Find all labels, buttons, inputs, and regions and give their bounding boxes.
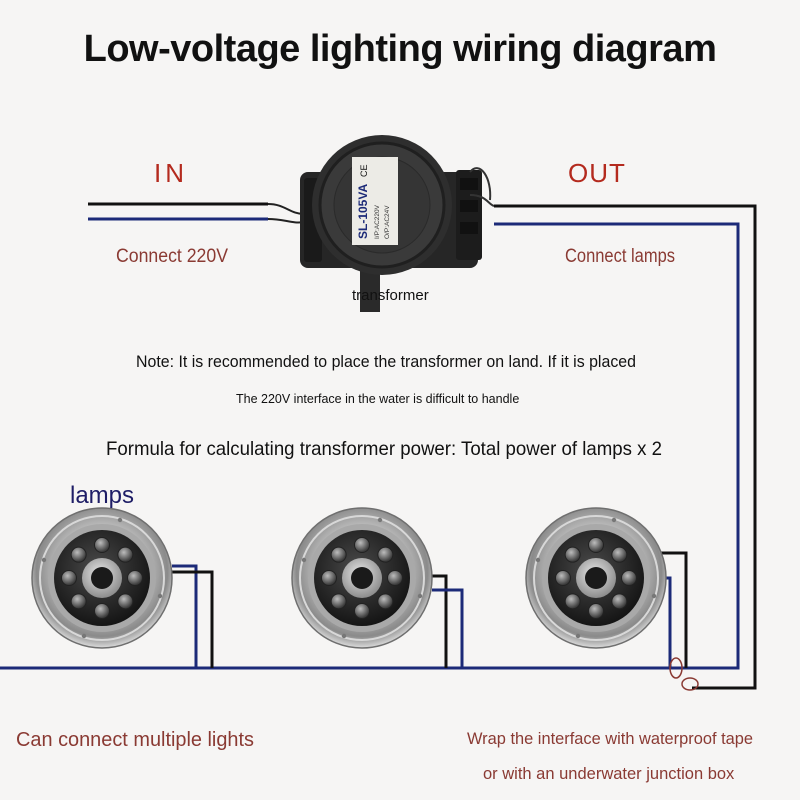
lamp-1-leads (172, 564, 214, 668)
lamps-group (31, 507, 667, 649)
transformer-icon: SL-105VA I/P:AC220V O/P:AC24V CE (300, 135, 495, 312)
wire-junction-icon (669, 657, 699, 691)
input-wires (88, 202, 305, 224)
in-label: IN (154, 158, 188, 188)
multiple-lights-note: Can connect multiple lights (16, 729, 254, 751)
note-line-2: The 220V interface in the water is diffi… (236, 392, 520, 406)
transformer-label: transformer (352, 287, 429, 304)
transformer-output-spec: O/P:AC24V (384, 205, 391, 239)
out-label: OUT (568, 158, 626, 188)
power-formula: Formula for calculating transformer powe… (106, 438, 662, 460)
output-wires (0, 204, 757, 690)
underwater-lamp-icon (291, 507, 433, 649)
lamps-label: lamps (70, 482, 135, 509)
connect-lamps-label: Connect lamps (565, 246, 675, 267)
connect-220v-label: Connect 220V (116, 246, 228, 267)
waterproof-note-line-1: Wrap the interface with waterproof tape (467, 730, 753, 748)
transformer-input-spec: I/P:AC220V (374, 204, 381, 239)
underwater-lamp-icon (31, 507, 173, 649)
note-line-1: Note: It is recommended to place the tra… (136, 353, 636, 371)
waterproof-note-line-2: or with an underwater junction box (483, 765, 735, 783)
underwater-lamp-icon (525, 507, 667, 649)
transformer-model-text: SL-105VA (356, 184, 370, 239)
page-title: Low-voltage lighting wiring diagram (83, 28, 717, 70)
lamp-2-leads (432, 574, 464, 668)
ce-mark: CE (359, 164, 369, 177)
